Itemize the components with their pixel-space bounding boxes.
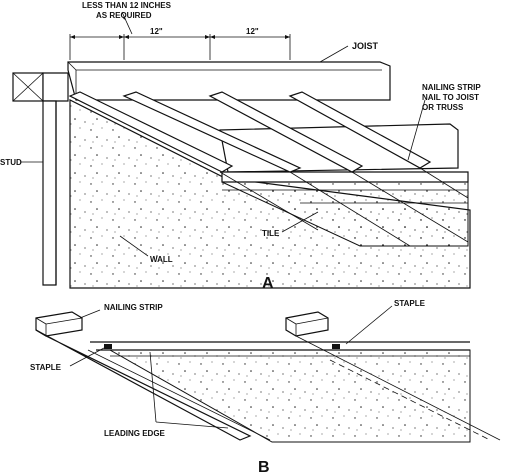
nailing-strip-4 (288, 91, 432, 169)
nailing-strip-1 (68, 91, 234, 173)
dimension-label-2: 12" (246, 27, 259, 36)
leading-edge-label: LEADING EDGE (104, 429, 166, 438)
tile-surface (221, 181, 469, 247)
joist-label: JOIST (352, 41, 379, 51)
wall-label: WALL (150, 255, 173, 264)
stud (42, 100, 57, 286)
nailing-strip-2 (122, 91, 302, 173)
tile-edge (221, 171, 469, 183)
figure-a-caption: A (262, 275, 274, 292)
dimension-label-1: 12" (150, 27, 163, 36)
nailing-strip-3 (208, 91, 364, 173)
nailing-strips (68, 91, 432, 173)
staple-left (104, 344, 112, 349)
stud-label: STUD (0, 158, 22, 167)
joist-beam (67, 61, 391, 101)
figure-b: NAILING STRIP STAPLE STAPLE LEADING EDGE… (30, 299, 501, 476)
tile-joint-lines (219, 167, 469, 247)
spacing-note-line2: AS REQUIRED (96, 11, 152, 20)
staple-left-label: STAPLE (30, 363, 62, 372)
nailing-strip-b-label: NAILING STRIP (104, 303, 163, 312)
diagonal-strip-b (35, 329, 252, 441)
staple-right (332, 344, 340, 349)
spacing-note-line1: LESS THAN 12 INCHES (82, 1, 172, 10)
figure-a: LESS THAN 12 INCHES AS REQUIRED 12" 12" … (0, 1, 481, 292)
figure-b-caption: B (258, 459, 270, 476)
tile-label: TILE (262, 229, 280, 238)
nailing-strip-label-line2: NAIL TO JOIST (422, 93, 479, 102)
nailing-strip-b-right (285, 311, 329, 337)
nailing-strip-b-left (35, 311, 83, 337)
nailing-strip-label-line3: OR TRUSS (422, 103, 464, 112)
nailing-strip-label-line1: NAILING STRIP (422, 83, 481, 92)
dimension-lines (69, 11, 291, 60)
staple-right-label: STAPLE (394, 299, 426, 308)
